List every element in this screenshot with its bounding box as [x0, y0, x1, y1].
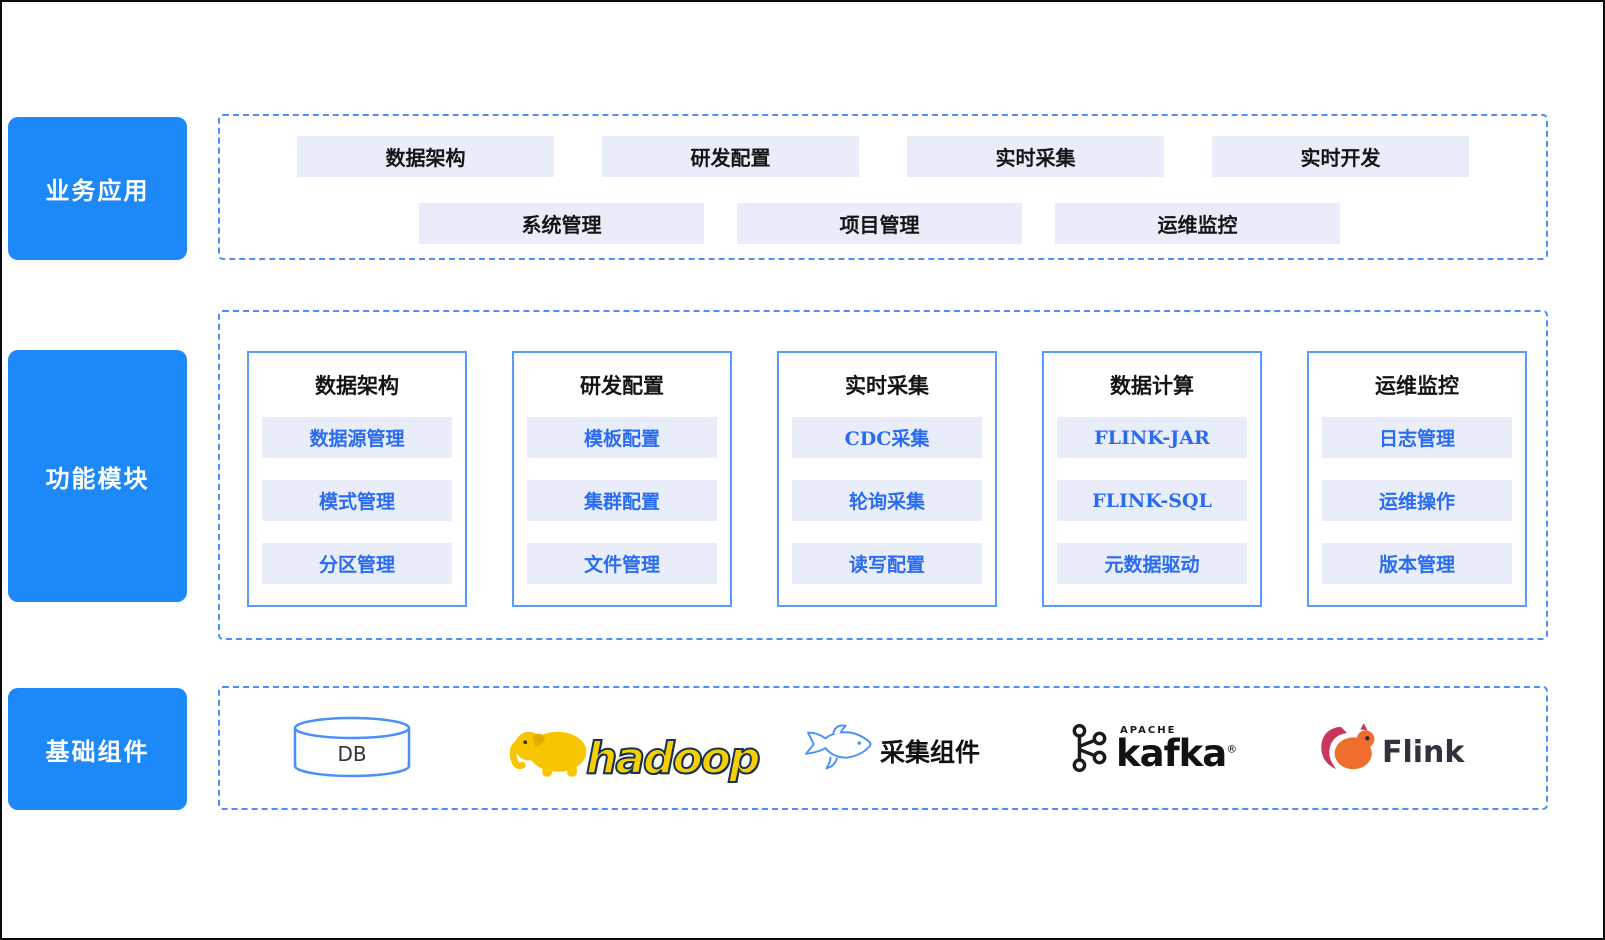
module-column-data-compute: 数据计算 FLINK-JAR FLINK-SQL 元数据驱动	[1042, 351, 1262, 607]
module-item: 版本管理	[1322, 543, 1512, 584]
flink-label: Flink	[1382, 735, 1465, 770]
module-item: 运维操作	[1322, 480, 1512, 521]
module-item: 轮询采集	[792, 480, 982, 521]
section-label-business-apps: 业务应用	[8, 117, 187, 260]
registered-mark: ®	[1226, 742, 1237, 756]
module-item: 分区管理	[262, 543, 452, 584]
business-item-dev-config: 研发配置	[602, 136, 859, 177]
foundation-panel: DB hadoop	[218, 686, 1548, 810]
column-header: 实时采集	[845, 373, 929, 398]
module-item: 读写配置	[792, 543, 982, 584]
elephant-icon	[509, 731, 587, 777]
business-item-realtime-collect: 实时采集	[907, 136, 1164, 177]
column-header: 数据架构	[315, 373, 399, 398]
squirrel-icon	[1321, 723, 1375, 770]
business-apps-panel: 数据架构 研发配置 实时采集 实时开发 系统管理 项目管理 运维监控	[218, 114, 1548, 260]
kafka-brand-text: APACHE	[1120, 724, 1177, 736]
db-label: DB	[337, 742, 366, 766]
kafka-label: kafka®	[1116, 735, 1237, 772]
column-items: 日志管理 运维操作 版本管理	[1309, 417, 1525, 584]
module-item: FLINK-JAR	[1057, 417, 1247, 458]
module-item: 模板配置	[527, 417, 717, 458]
module-item: 集群配置	[527, 480, 717, 521]
column-header: 数据计算	[1110, 373, 1194, 398]
section-label-foundation: 基础组件	[8, 688, 187, 810]
module-column-realtime-collect: 实时采集 CDC采集 轮询采集 读写配置	[777, 351, 997, 607]
business-item-realtime-dev: 实时开发	[1212, 136, 1469, 177]
modules-panel: 数据架构 数据源管理 模式管理 分区管理 研发配置 模板配置 集群配置 文件管理…	[218, 310, 1548, 640]
module-item: 元数据驱动	[1057, 543, 1247, 584]
module-column-data-architecture: 数据架构 数据源管理 模式管理 分区管理	[247, 351, 467, 607]
module-column-ops-monitor: 运维监控 日志管理 运维操作 版本管理	[1307, 351, 1527, 607]
column-items: FLINK-JAR FLINK-SQL 元数据驱动	[1044, 417, 1260, 584]
column-header: 运维监控	[1375, 373, 1459, 398]
module-column-dev-config: 研发配置 模板配置 集群配置 文件管理	[512, 351, 732, 607]
module-columns: 数据架构 数据源管理 模式管理 分区管理 研发配置 模板配置 集群配置 文件管理…	[247, 351, 1527, 607]
kafka-wordmark: APACHE kafka®	[1116, 724, 1237, 772]
module-item: 数据源管理	[262, 417, 452, 458]
database-cylinder-icon: DB	[293, 716, 411, 778]
business-item-data-architecture: 数据架构	[297, 136, 554, 177]
business-item-project-mgmt: 项目管理	[737, 203, 1022, 244]
module-item: 日志管理	[1322, 417, 1512, 458]
module-item: CDC采集	[792, 417, 982, 458]
module-item: 文件管理	[527, 543, 717, 584]
hadoop-wordmark: hadoop	[585, 733, 761, 785]
business-item-ops-monitor: 运维监控	[1055, 203, 1340, 244]
shark-icon	[805, 724, 872, 770]
component-flink: Flink	[1316, 720, 1464, 776]
business-item-system-mgmt: 系统管理	[419, 203, 704, 244]
component-db: DB	[292, 716, 412, 780]
component-kafka: APACHE kafka®	[1068, 721, 1237, 775]
component-hadoop: hadoop	[508, 717, 761, 785]
business-row-1: 数据架构 研发配置 实时采集 实时开发	[297, 136, 1469, 177]
collector-label: 采集组件	[880, 738, 981, 767]
column-items: 数据源管理 模式管理 分区管理	[249, 417, 465, 584]
section-label-modules: 功能模块	[8, 350, 187, 602]
business-row-2: 系统管理 项目管理 运维监控	[419, 203, 1340, 244]
module-item: 模式管理	[262, 480, 452, 521]
kafka-word-text: kafka	[1116, 731, 1227, 775]
column-header: 研发配置	[580, 373, 664, 398]
kafka-mark-icon	[1072, 723, 1107, 773]
module-item: FLINK-SQL	[1057, 480, 1247, 521]
component-collector: 采集组件	[798, 719, 980, 777]
column-items: 模板配置 集群配置 文件管理	[514, 417, 730, 584]
column-items: CDC采集 轮询采集 读写配置	[779, 417, 995, 584]
